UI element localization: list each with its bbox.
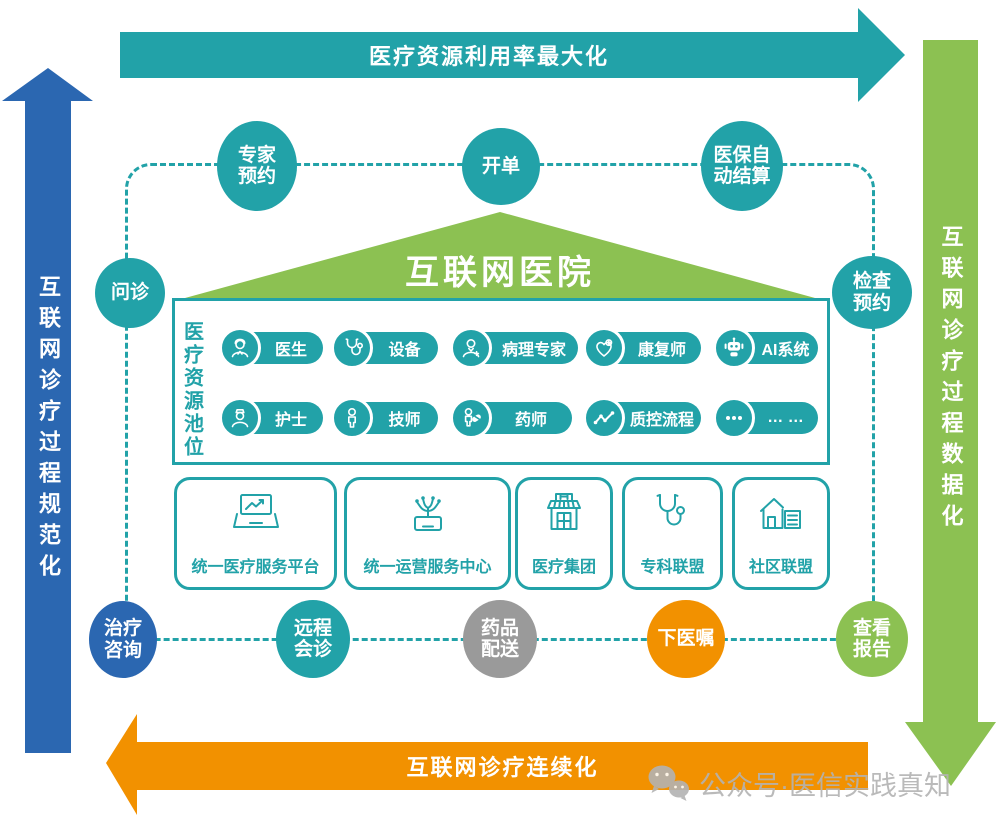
bottom-arrow-label: 互联网诊疗连续化 xyxy=(406,755,599,780)
cycle-node-insurance-auto-settle: 医保自 动结算 xyxy=(701,121,783,211)
hospital-store-icon xyxy=(518,490,610,536)
platform-card-operation-center: 统一运营服务中心 xyxy=(344,477,511,590)
resource-label: 病理专家 xyxy=(501,342,566,359)
cycle-node-treatment-consult: 治疗 咨询 xyxy=(89,601,157,678)
resource-label: … … xyxy=(767,409,804,426)
platform-label: 医疗集团 xyxy=(531,559,596,576)
community-houses-icon xyxy=(735,490,827,536)
resource-pill: 护士 xyxy=(219,397,323,439)
resource-label: 设备 xyxy=(388,342,421,359)
cycle-node-inquiry: 问诊 xyxy=(95,258,165,328)
resource-pill: 技师 xyxy=(331,397,438,439)
cycle-node-view-report: 查看 报告 xyxy=(836,601,908,677)
resource-pill: 药师 xyxy=(450,397,572,439)
robot-icon xyxy=(713,327,755,369)
platform-card-medical-group: 医疗集团 xyxy=(515,477,613,590)
wechat-icon xyxy=(645,762,691,804)
watermark: 公众号·医信实践真知 xyxy=(645,762,951,804)
stethoscope-icon xyxy=(331,327,373,369)
left-arrow-label: 互联网诊疗过程规范化 xyxy=(36,275,61,585)
quality-flow-icon xyxy=(583,397,625,439)
platform-card-medical-service: 统一医疗服务平台 xyxy=(174,477,337,590)
heart-cross-icon xyxy=(583,327,625,369)
hospital-title: 互联网医院 xyxy=(405,254,595,292)
platform-label: 专科联盟 xyxy=(640,559,705,576)
pharmacist-icon xyxy=(450,397,492,439)
resource-label: AI系统 xyxy=(761,342,810,359)
cycle-node-doctor-order: 下医嘱 xyxy=(647,600,725,678)
resource-pill: … … xyxy=(713,397,818,439)
laptop-chart-icon xyxy=(177,490,334,536)
cycle-node-remote-consult: 远程 会诊 xyxy=(276,600,350,678)
resource-pill: 质控流程 xyxy=(583,397,701,439)
top-arrow xyxy=(120,8,905,102)
right-arrow xyxy=(905,40,996,786)
resource-pill: 设备 xyxy=(331,327,438,369)
right-arrow-label: 互联网诊疗过程数据化 xyxy=(938,225,964,535)
pathologist-icon xyxy=(450,327,492,369)
resource-label: 质控流程 xyxy=(629,412,694,429)
top-arrow-label: 医疗资源利用率最大化 xyxy=(368,44,609,69)
cycle-node-order: 开单 xyxy=(462,128,540,205)
nurse-icon xyxy=(219,397,261,439)
left-arrow xyxy=(2,68,93,753)
watermark-text: 公众号·医信实践真知 xyxy=(699,770,951,801)
resource-label: 护士 xyxy=(274,412,307,429)
platform-card-specialty-alliance: 专科联盟 xyxy=(622,477,723,590)
ellipsis-icon xyxy=(713,397,755,439)
cycle-node-expert-booking: 专家 预约 xyxy=(217,121,297,211)
resource-pill: 医生 xyxy=(219,327,323,369)
resource-label: 医生 xyxy=(274,342,307,359)
resource-pill: 康复师 xyxy=(583,327,701,369)
platform-card-community-alliance: 社区联盟 xyxy=(732,477,830,590)
platform-label: 社区联盟 xyxy=(748,559,813,576)
platform-label: 统一医疗服务平台 xyxy=(191,559,320,576)
person-icon xyxy=(331,397,373,439)
resource-pill: 病理专家 xyxy=(450,327,578,369)
resource-pill: AI系统 xyxy=(713,327,818,369)
cycle-node-exam-booking: 检查 预约 xyxy=(832,256,912,329)
resource-pool-box xyxy=(172,298,830,465)
resource-label: 技师 xyxy=(388,412,421,429)
resource-label: 药师 xyxy=(514,412,547,429)
resource-label: 康复师 xyxy=(637,342,686,359)
cycle-node-drug-delivery: 药品 配送 xyxy=(463,600,537,678)
stethoscope-big-icon xyxy=(625,490,720,536)
platform-label: 统一运营服务中心 xyxy=(363,559,492,576)
doctor-icon xyxy=(219,327,261,369)
tablet-network-icon xyxy=(347,490,508,536)
resource-pool-label: 医疗资源池位 xyxy=(180,321,203,459)
